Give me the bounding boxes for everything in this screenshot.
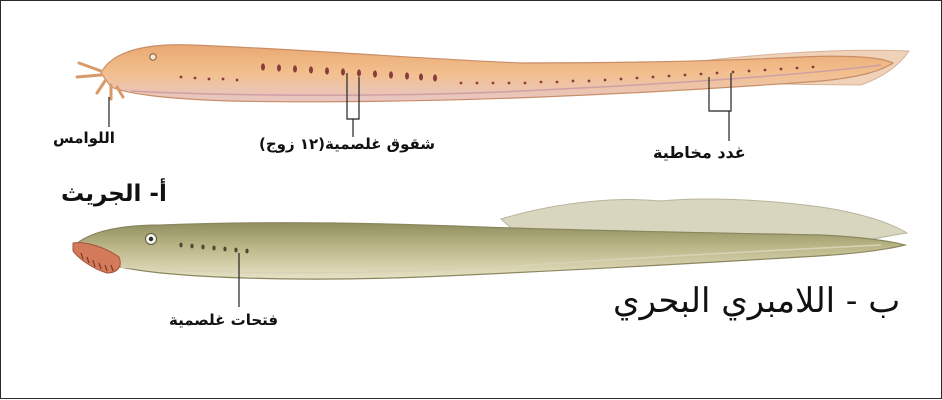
lamprey-pupil xyxy=(149,237,153,241)
gill-slits-label: شقوق غلصمية(١٢ زوج) xyxy=(259,135,435,153)
lamprey-title: ب - اللامبري البحري xyxy=(613,281,900,321)
lamprey xyxy=(73,199,907,279)
hagfish xyxy=(77,45,909,102)
hagfish-body xyxy=(101,45,893,102)
hagfish-eye xyxy=(150,54,156,60)
hagfish-title: أ- الجريث xyxy=(61,181,167,207)
gill-openings-label: فتحات غلصمية xyxy=(169,311,278,329)
tentacles-label: اللوامس xyxy=(53,129,115,147)
slime-glands-label: غدد مخاطية xyxy=(653,143,746,162)
